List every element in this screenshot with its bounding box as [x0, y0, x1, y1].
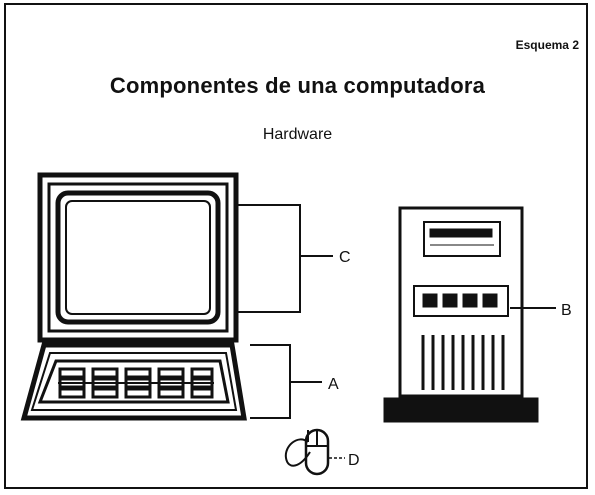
- diagram-tag: Esquema 2: [515, 38, 579, 52]
- label-d: D: [348, 452, 360, 469]
- bracket-c: [236, 204, 333, 313]
- diagram-title: Componentes de una computadora: [109, 73, 486, 98]
- bracket-a: [250, 344, 322, 419]
- keyboard-icon: [20, 342, 247, 421]
- diagram-frame: [4, 3, 588, 489]
- label-b: B: [561, 302, 572, 319]
- label-c: C: [339, 249, 351, 266]
- diagram-subtitle: Hardware: [262, 126, 333, 143]
- monitor-icon: [37, 172, 239, 343]
- label-a: A: [328, 376, 339, 393]
- cpu-tower-icon: [383, 206, 539, 423]
- mouse-icon: [284, 428, 330, 476]
